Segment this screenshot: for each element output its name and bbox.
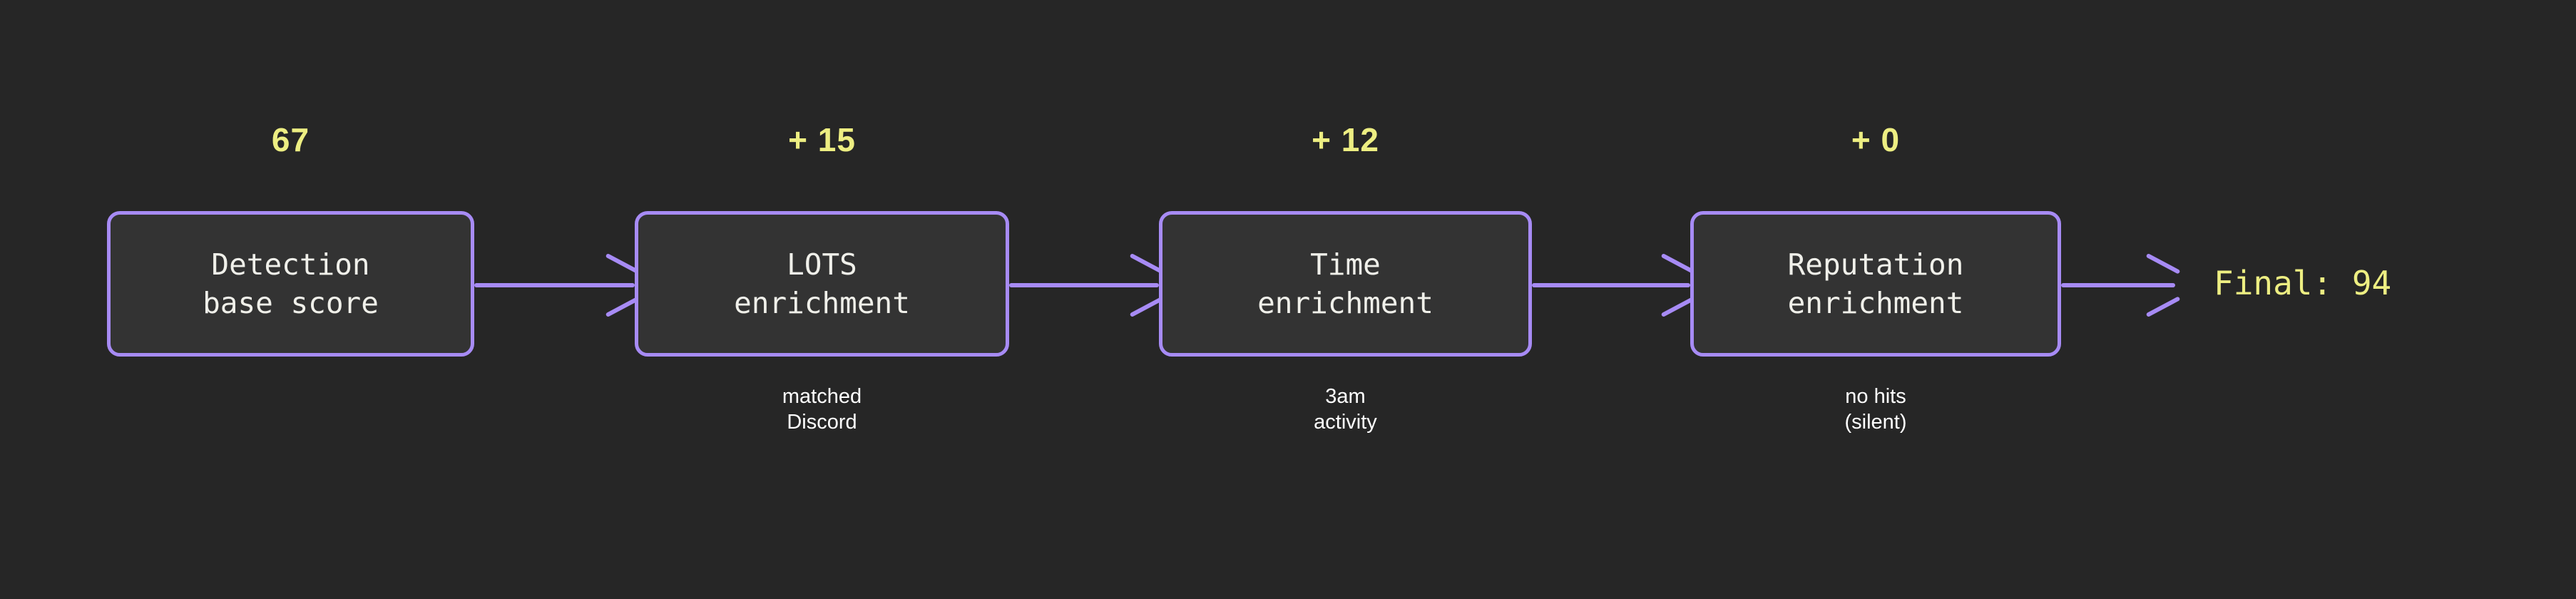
- arrow-head-stroke-upper: [2145, 252, 2181, 275]
- node-title-line-2: enrichment: [1257, 286, 1433, 320]
- node-subtitle-line-2: activity: [1314, 411, 1377, 434]
- final-score-label: Final: 94: [2214, 264, 2392, 302]
- node-subtitle: 3am activity: [1159, 384, 1532, 435]
- node-subtitle: no hits (silent): [1690, 384, 2061, 435]
- node-subtitle-line-2: (silent): [1844, 411, 1907, 434]
- score-delta-label: 67: [271, 121, 310, 158]
- node-time-enrichment[interactable]: Time enrichment: [1159, 211, 1532, 357]
- pipeline-stage-detection-base-score: 67 Detection base score: [107, 0, 474, 599]
- arrow-stage4-to-final-score: [2061, 252, 2181, 318]
- arrow-shaft: [2061, 283, 2175, 287]
- node-title-line-1: LOTS: [787, 247, 857, 282]
- arrow-head-stroke-lower: [2145, 296, 2181, 318]
- arrow-shaft: [1532, 283, 1690, 287]
- arrow-head-icon: [1657, 252, 1696, 318]
- pipeline-stage-time-enrichment: + 12 Time enrichment 3am activity: [1159, 0, 1532, 599]
- node-title-line-1: Detection: [211, 247, 370, 282]
- node-title-line-2: enrichment: [734, 286, 910, 320]
- arrow-shaft: [1009, 283, 1159, 287]
- node-subtitle-line-1: 3am: [1325, 385, 1366, 408]
- arrow-stage1-to-stage2: [474, 252, 640, 318]
- node-subtitle-line-1: matched: [782, 385, 862, 408]
- node-subtitle: matched Discord: [635, 384, 1009, 435]
- node-detection-base-score[interactable]: Detection base score: [107, 211, 474, 357]
- node-subtitle-line-1: no hits: [1845, 385, 1906, 408]
- node-title-line-2: base score: [203, 286, 379, 320]
- score-delta-label: + 15: [788, 121, 856, 158]
- node-title-line-1: Time: [1310, 247, 1381, 282]
- arrow-head-icon: [2142, 252, 2181, 318]
- arrow-stage2-to-stage3: [1009, 252, 1165, 318]
- arrow-head-icon: [1126, 252, 1165, 318]
- score-delta-label: + 12: [1312, 121, 1379, 158]
- pipeline-stage-reputation-enrichment: + 0 Reputation enrichment no hits (silen…: [1690, 0, 2061, 599]
- arrow-head-icon: [602, 252, 640, 318]
- score-delta-label: + 0: [1851, 121, 1901, 158]
- node-title-line-2: enrichment: [1787, 286, 1964, 320]
- pipeline-stage-lots-enrichment: + 15 LOTS enrichment matched Discord: [635, 0, 1009, 599]
- node-lots-enrichment[interactable]: LOTS enrichment: [635, 211, 1009, 357]
- arrow-shaft: [474, 283, 635, 287]
- arrow-stage3-to-stage4: [1532, 252, 1696, 318]
- node-title-line-1: Reputation: [1787, 247, 1964, 282]
- node-reputation-enrichment[interactable]: Reputation enrichment: [1690, 211, 2061, 357]
- node-subtitle-line-2: Discord: [787, 411, 857, 434]
